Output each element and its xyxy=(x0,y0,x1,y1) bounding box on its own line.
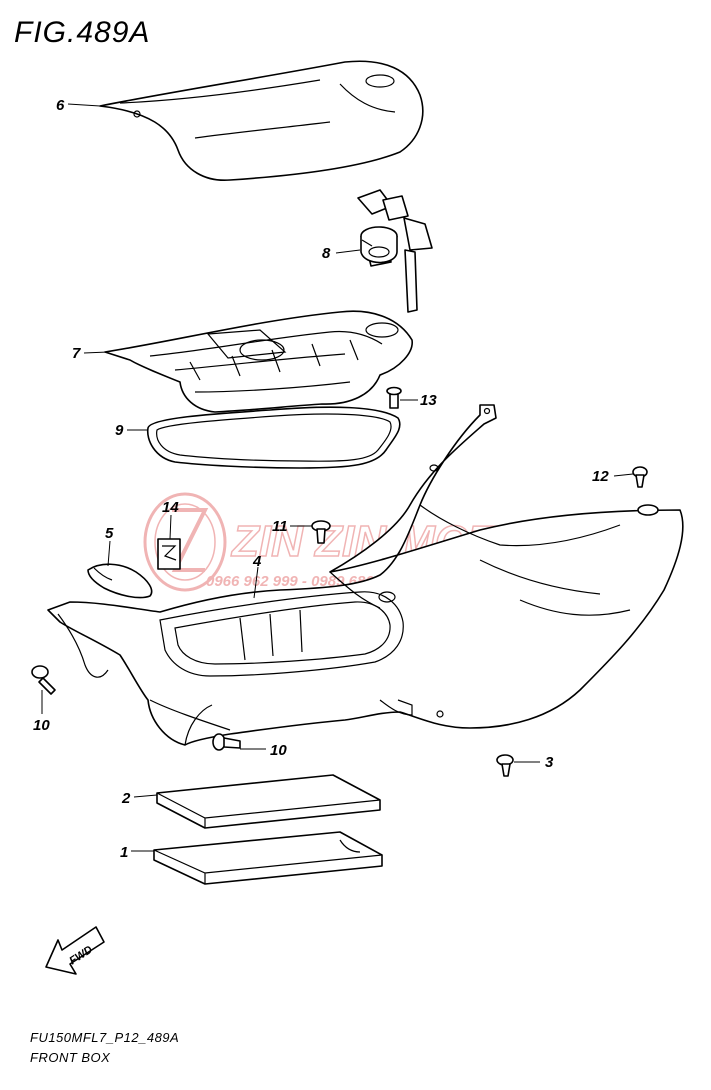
callout-6: 6 xyxy=(56,97,65,114)
callout-3: 3 xyxy=(545,754,554,771)
fwd-arrow-icon: FWD xyxy=(45,926,105,975)
callout-1: 1 xyxy=(120,844,128,861)
part-1-mat xyxy=(153,831,383,885)
drawing-code: FU150MFL7_P12_489A xyxy=(30,1030,180,1045)
callout-7: 7 xyxy=(72,345,81,362)
callout-5: 5 xyxy=(105,525,114,542)
callout-8: 8 xyxy=(322,245,331,262)
section-name: FRONT BOX xyxy=(30,1050,111,1065)
figure-title: FIG.489A xyxy=(14,16,151,49)
part-14-emblem xyxy=(157,538,181,570)
part-2-pad xyxy=(156,774,381,829)
part-9-seal xyxy=(146,406,401,469)
callout-9: 9 xyxy=(115,422,124,439)
part-7-inner-tray xyxy=(104,310,413,413)
callout-13: 13 xyxy=(420,392,437,409)
part-10-bolt-left xyxy=(31,665,56,695)
part-5-cap xyxy=(87,563,153,599)
part-10-bolt-center xyxy=(212,733,241,751)
part-8-key-lock xyxy=(357,189,433,313)
part-11-screw xyxy=(311,520,331,544)
callout-2: 2 xyxy=(121,790,131,807)
callout-4: 4 xyxy=(252,553,262,570)
callout-10-center: 10 xyxy=(270,742,287,759)
leader-lines xyxy=(41,103,634,852)
callout-11: 11 xyxy=(272,518,288,535)
part-13-screw xyxy=(386,386,402,409)
part-4-front-box xyxy=(47,404,684,746)
part-12-screw xyxy=(632,466,648,488)
part-3-bolt xyxy=(496,754,514,777)
callouts: 6 8 7 13 9 12 14 11 5 4 10 10 3 2 1 xyxy=(33,97,609,861)
callout-10-left: 10 xyxy=(33,717,50,734)
watermark-logo-icon xyxy=(143,492,227,592)
callout-14: 14 xyxy=(162,499,179,516)
callout-12: 12 xyxy=(592,468,609,485)
part-6-cover xyxy=(99,60,424,181)
